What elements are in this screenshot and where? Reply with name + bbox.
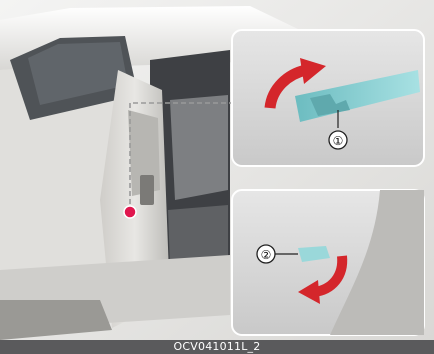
callout-2-label: ② bbox=[261, 248, 272, 262]
callout-1-label: ① bbox=[333, 134, 344, 148]
image-code-caption: OCV041011L_2 bbox=[0, 340, 434, 354]
door-handle bbox=[140, 175, 154, 205]
inset-bottom: ② bbox=[232, 190, 424, 335]
inset-top: ① bbox=[232, 30, 424, 166]
location-dot bbox=[124, 206, 136, 218]
car-door-drawing: ① ② bbox=[0, 0, 434, 340]
seat-back bbox=[170, 95, 228, 200]
